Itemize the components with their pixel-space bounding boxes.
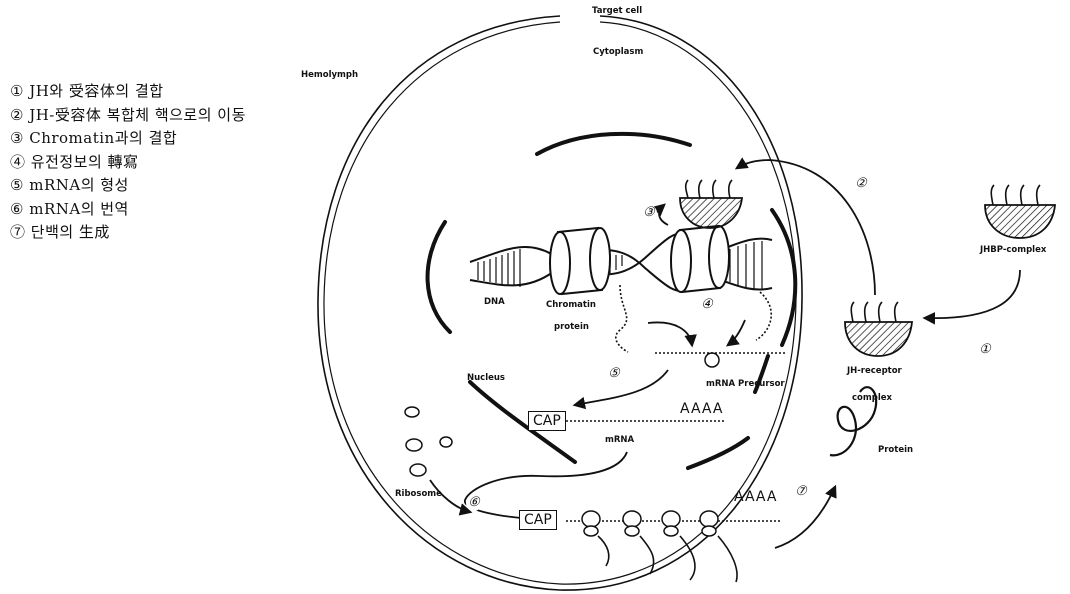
label-jh-receptor: JH-receptor [847, 366, 902, 376]
step-3-marker: ③ [641, 205, 657, 221]
free-ribosomes [405, 407, 452, 476]
rna-strands [616, 285, 771, 352]
label-protein: Protein [878, 445, 913, 455]
nuclear-envelope [428, 134, 796, 468]
polysome-ribosomes [582, 511, 718, 536]
step-6-marker: ⑥ [466, 495, 482, 511]
label-ribosome: Ribosome [395, 489, 442, 499]
label-chromatin-protein: protein [554, 322, 589, 332]
step-7-marker: ⑦ [793, 484, 809, 500]
step-2-marker: ② [853, 176, 869, 192]
chromatin-protein-2 [671, 226, 729, 292]
label-jhbp-complex: JHBP-complex [980, 245, 1046, 255]
label-target-cell: Target cell [592, 6, 642, 16]
label-nucleus: Nucleus [467, 373, 505, 383]
label-mrna: mRNA [605, 435, 634, 445]
cap-box-mrna: CAP [528, 411, 566, 431]
poly-a-tail-translation: AAAA [734, 489, 777, 505]
jhbp-complex [985, 185, 1055, 238]
label-cytoplasm: Cytoplasm [593, 47, 643, 57]
label-chromatin: Chromatin [546, 300, 596, 310]
step-1-marker: ① [977, 342, 993, 358]
cap-box-translation: CAP [519, 510, 557, 530]
nascent-peptides [598, 536, 737, 582]
label-dna: DNA [484, 297, 505, 307]
label-hemolymph: Hemolymph [301, 70, 358, 80]
step-5-marker: ⑤ [606, 366, 622, 382]
chromatin-protein-1 [550, 228, 610, 294]
poly-a-tail-mrna: AAAA [680, 401, 723, 417]
jh-receptor-complex [845, 302, 912, 356]
label-jh-receptor-complex: complex [852, 393, 892, 403]
step-4-marker: ④ [699, 297, 715, 313]
label-mrna-precursor: mRNA Precursor [706, 379, 785, 389]
receptor-complex-in-nucleus [680, 180, 742, 228]
